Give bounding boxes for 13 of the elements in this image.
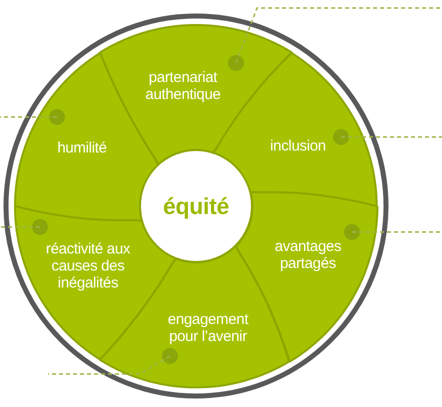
leader-line (341, 136, 442, 138)
center-label: équité (163, 193, 229, 219)
leader-line (352, 231, 442, 233)
leader-line (0, 116, 57, 118)
segment-label: réactivité aux causes des inégalités (44, 240, 132, 292)
segment-label: inclusion (269, 137, 327, 154)
segment-label: partenariat authentique (144, 69, 222, 103)
leader-line (0, 226, 40, 228)
leader-line (235, 7, 442, 64)
segment-label: humilité (56, 139, 108, 156)
leader-line (48, 355, 170, 375)
segment-label: engagement pour l’avenir (166, 310, 250, 345)
segment-label: avantages partagés (274, 238, 342, 272)
